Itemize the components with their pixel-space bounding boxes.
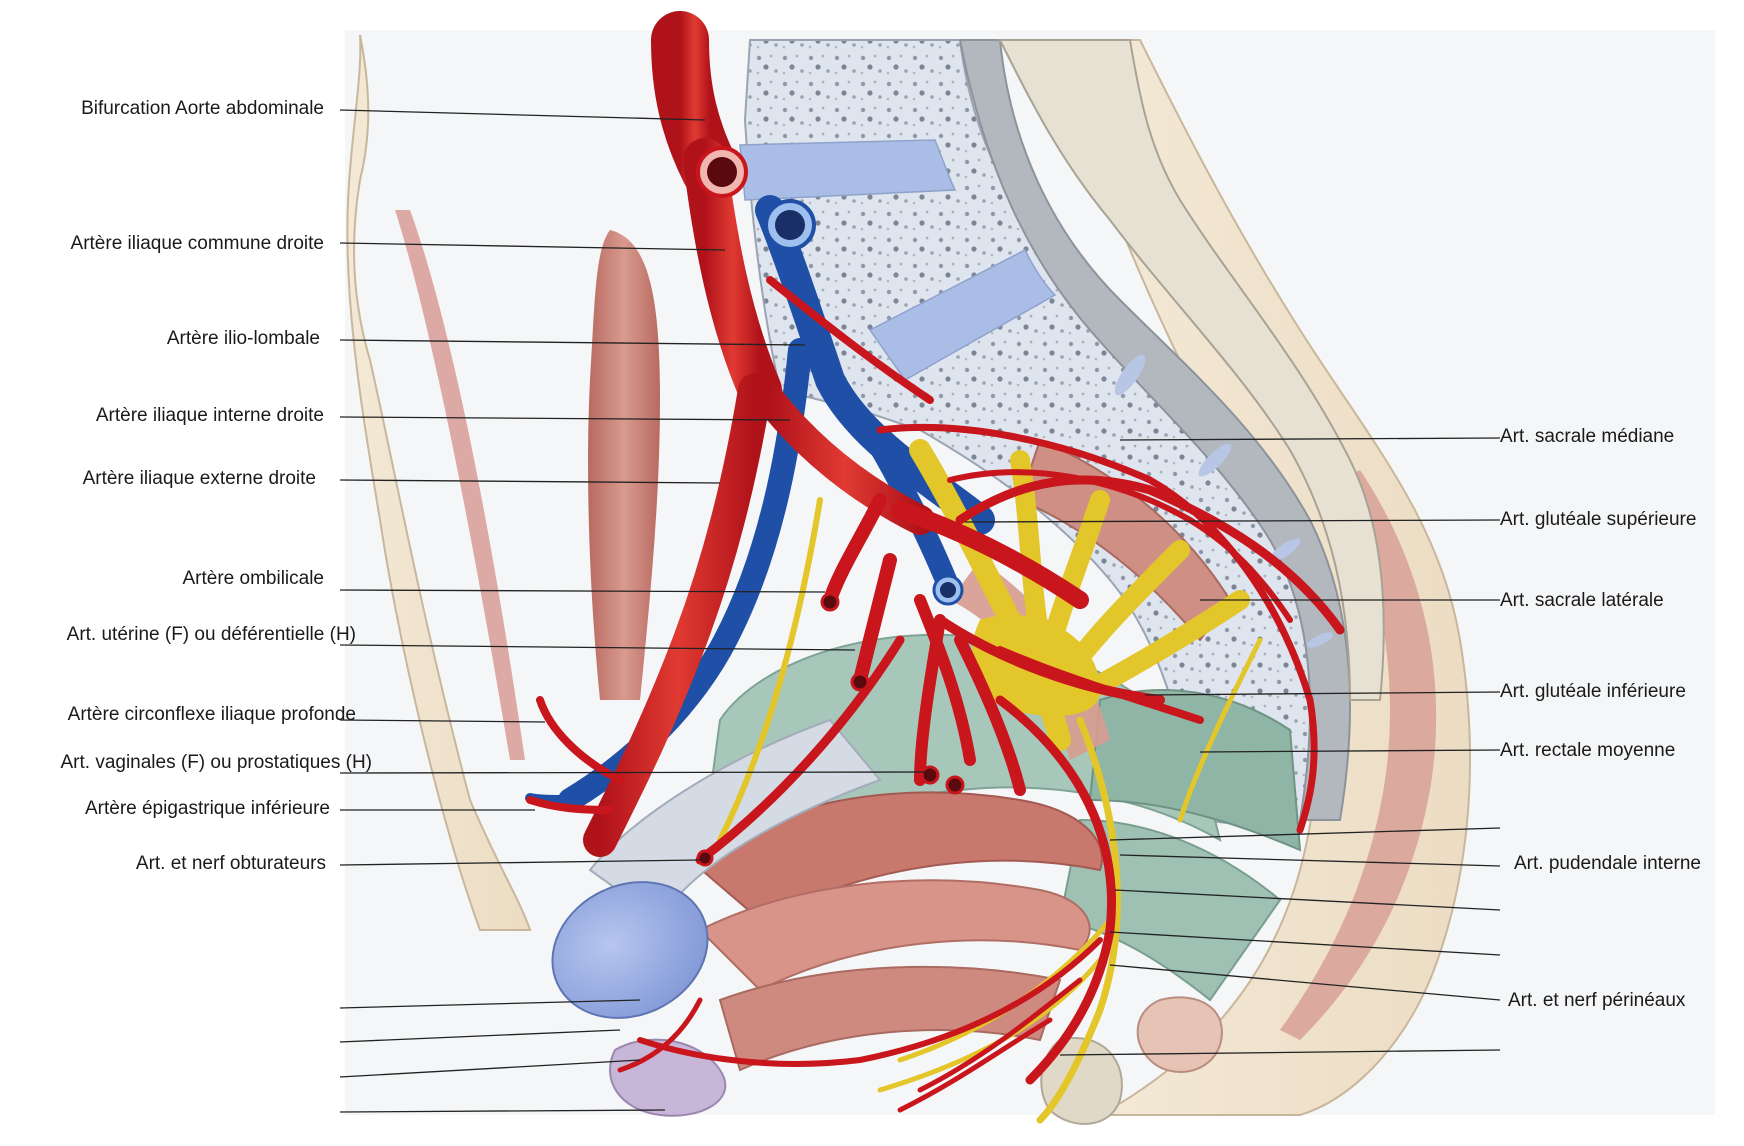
leader-pudendal-4 — [1109, 931, 1501, 956]
label-sacrale-mediane: Art. sacrale médiane — [1500, 426, 1675, 447]
obturator-stump — [696, 849, 714, 867]
leader-pudendal-1 — [1109, 827, 1501, 841]
uterine-artery — [853, 553, 897, 687]
leader-lines-right — [964, 437, 1501, 1056]
aorta-stump-lumen — [707, 157, 737, 187]
gluteal-trunk — [891, 501, 1089, 609]
label-iliaque-commune: Artère iliaque commune droite — [70, 233, 324, 254]
label-uterine: Art. utérine (F) ou déférentielle (H) — [66, 624, 356, 645]
foramen-2 — [1198, 443, 1232, 477]
label-gluteale-superieure: Art. glutéale supérieure — [1500, 509, 1697, 530]
median-sacral-artery — [876, 423, 1318, 834]
umbilical-artery — [823, 493, 887, 607]
leader-perineal — [1109, 964, 1501, 1001]
leader-iliolumbar — [339, 339, 806, 346]
lateral-sacral-artery — [947, 469, 1293, 623]
label-pudendale-interne: Art. pudendale interne — [1514, 853, 1701, 874]
obturator-nerve — [717, 497, 823, 843]
anterior-abdominal-wall — [346, 34, 532, 931]
label-epigastrique: Artère épigastrique inférieure — [84, 798, 330, 819]
vein-stump-1-lumen — [775, 210, 805, 240]
perineal-artery-branches — [617, 977, 1083, 1113]
leader-pudendal-3 — [1114, 889, 1501, 911]
deep-circumflex-iliac-artery — [536, 696, 624, 784]
bladder-wall — [688, 791, 1103, 922]
label-obturateurs: Art. et nerf obturateurs — [135, 853, 326, 874]
psoas-muscle — [588, 230, 660, 700]
label-bifurcation-aorte: Bifurcation Aorte abdominale — [81, 98, 324, 119]
external-iliac-artery — [583, 373, 772, 857]
spinous-processes — [998, 39, 1385, 701]
sacral-canal — [958, 39, 1351, 821]
label-vaginales: Art. vaginales (F) ou prostatiques (H) — [60, 752, 372, 773]
pudendal-nerve — [1036, 716, 1121, 1124]
disc-l4-l5 — [739, 139, 957, 201]
leader-pudendal-2 — [1119, 854, 1501, 867]
leader-lines-left — [339, 109, 926, 1113]
leader-uterine — [339, 644, 856, 651]
leader-median-sacral — [1119, 437, 1501, 441]
foramen-1 — [1114, 354, 1146, 396]
leader-extra-1 — [339, 999, 641, 1009]
anal-canal — [1136, 996, 1223, 1073]
label-circonflexe: Artère circonflexe iliaque profonde — [67, 704, 356, 725]
uterus-wall — [698, 879, 1091, 992]
leader-middle-rectal — [1199, 749, 1501, 753]
label-iliaque-interne: Artère iliaque interne droite — [95, 405, 324, 426]
vaginal-stump-1 — [920, 765, 940, 785]
leader-vaginal — [339, 771, 926, 774]
coccygeus-muscle — [1088, 689, 1302, 852]
umbilical-stump — [820, 592, 840, 612]
middle-rectal-artery — [996, 646, 1204, 724]
leader-extra-right — [1059, 1049, 1501, 1056]
leader-obturator — [339, 859, 701, 866]
leader-bifurcation — [339, 109, 706, 121]
label-iliaque-externe: Artère iliaque externe droite — [82, 468, 316, 489]
pubic-symphysis — [551, 881, 709, 1019]
label-rectale-moyenne: Art. rectale moyenne — [1500, 740, 1676, 761]
visceral-branches — [914, 594, 1026, 796]
superior-pubic-ramus — [588, 718, 882, 922]
leader-common-iliac — [339, 242, 726, 251]
label-ombilicale: Artère ombilicale — [182, 568, 325, 589]
foramen-3 — [1269, 538, 1301, 562]
perineal-artery — [637, 937, 1103, 1067]
leader-inferior-gluteal — [1144, 691, 1501, 696]
leader-extra-4 — [339, 1109, 666, 1113]
uterine-stump — [850, 672, 870, 692]
leader-extra-3 — [339, 1059, 641, 1078]
inferior-epigastric-artery — [526, 796, 614, 814]
vein-stump-2-lumen — [940, 582, 956, 598]
iliolumbar-artery — [766, 276, 934, 404]
ischial-tuberosity — [1040, 1037, 1123, 1125]
label-gluteale-inferieure: Art. glutéale inférieure — [1500, 681, 1686, 702]
vaginal-stump-2 — [945, 775, 965, 795]
leader-umbilical — [339, 589, 826, 593]
leader-external-iliac — [339, 479, 721, 484]
superior-gluteal-artery — [955, 475, 1345, 635]
obturator-artery — [695, 635, 905, 865]
label-ilio-lombale: Artère ilio-lombale — [166, 328, 320, 349]
sacral-plexus — [1010, 450, 1250, 710]
gluteal-muscle — [1280, 470, 1437, 1040]
leader-internal-iliac — [339, 416, 791, 421]
foramen-4 — [1307, 632, 1333, 648]
label-sacrale-laterale: Art. sacrale latérale — [1500, 590, 1664, 611]
internal-pudendal-artery — [995, 695, 1116, 1085]
leader-circumflex — [339, 719, 546, 723]
disc-l5-s1 — [868, 248, 1057, 381]
leader-extra-2 — [339, 1029, 621, 1043]
label-nerf-perineaux: Art. et nerf périnéaux — [1508, 990, 1686, 1011]
leader-superior-gluteal — [964, 519, 1501, 523]
rectus-muscle — [395, 210, 525, 760]
